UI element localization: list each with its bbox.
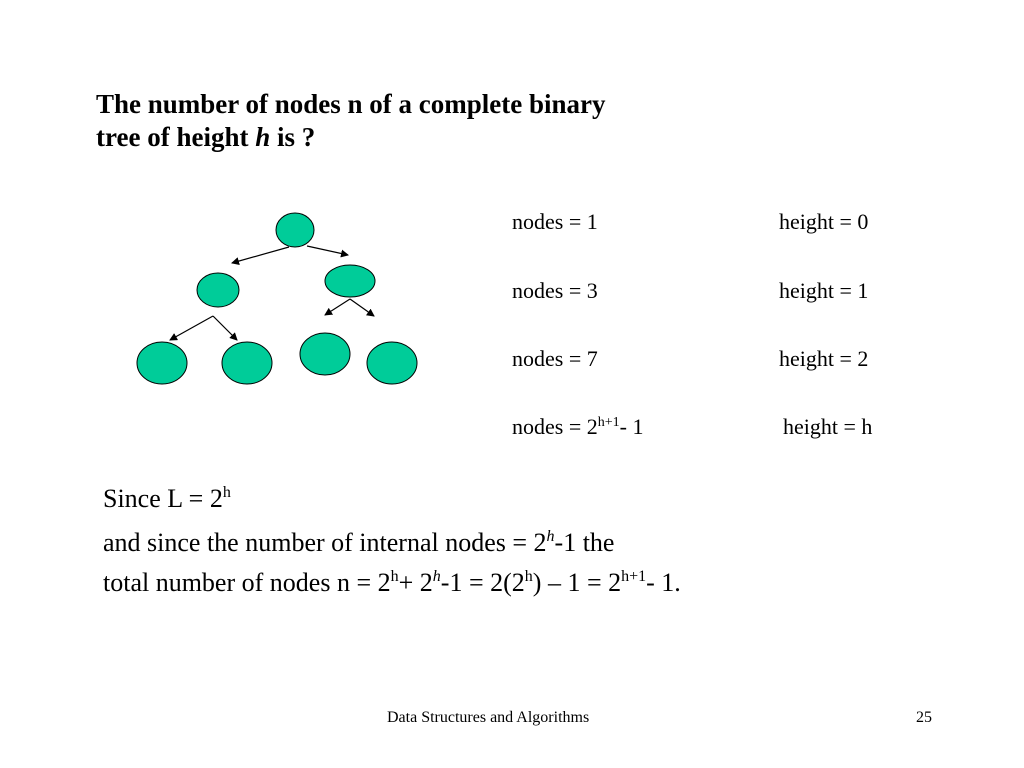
exponent: h <box>524 568 533 585</box>
tree-node-left <box>196 272 240 308</box>
exponent: h <box>390 568 399 585</box>
tree-edge <box>169 315 214 341</box>
tree-node-leaf <box>299 332 351 376</box>
height-row-2: height = 1 <box>779 278 869 303</box>
exponent: h <box>222 484 231 501</box>
slide-title: The number of nodes n of a complete bina… <box>96 88 606 154</box>
body-line-1: Since L = 2h <box>103 484 231 513</box>
tree-edge <box>349 298 375 317</box>
nodes-row-4: nodes = 2h+1- 1 <box>512 414 644 439</box>
exponent: h <box>432 568 441 585</box>
height-row-4: height = h <box>783 414 873 439</box>
nodes-row-2: nodes = 3 <box>512 278 598 303</box>
slide-number: 25 <box>916 709 932 726</box>
title-line-2: tree of height h is ? <box>96 122 316 152</box>
tree-edge <box>324 298 351 316</box>
tree-edge <box>306 245 349 258</box>
nodes-row-1: nodes = 1 <box>512 209 598 234</box>
body-line-2: and since the number of internal nodes =… <box>103 528 615 557</box>
title-line-1: The number of nodes n of a complete bina… <box>96 89 606 119</box>
tree-node-leaf <box>136 341 188 385</box>
nodes-row-3: nodes = 7 <box>512 346 598 371</box>
exponent: h <box>546 528 555 545</box>
exponent: h+1 <box>621 568 647 585</box>
height-row-1: height = 0 <box>779 209 869 234</box>
tree-node-right <box>324 264 376 298</box>
tree-edge <box>212 315 238 341</box>
footer-course-name: Data Structures and Algorithms <box>387 709 590 726</box>
tree-node-leaf <box>366 341 418 385</box>
tree-nodes <box>136 212 418 385</box>
height-variable: h <box>255 122 271 152</box>
tree-node-leaf <box>221 341 273 385</box>
tree-node-root <box>275 212 315 248</box>
tree-edge <box>231 246 290 265</box>
tree-edges <box>169 245 375 341</box>
height-row-3: height = 2 <box>779 346 869 371</box>
body-line-3: total number of nodes n = 2h+ 2h-1 = 2(2… <box>103 568 681 597</box>
exponent: h+1 <box>597 415 620 430</box>
